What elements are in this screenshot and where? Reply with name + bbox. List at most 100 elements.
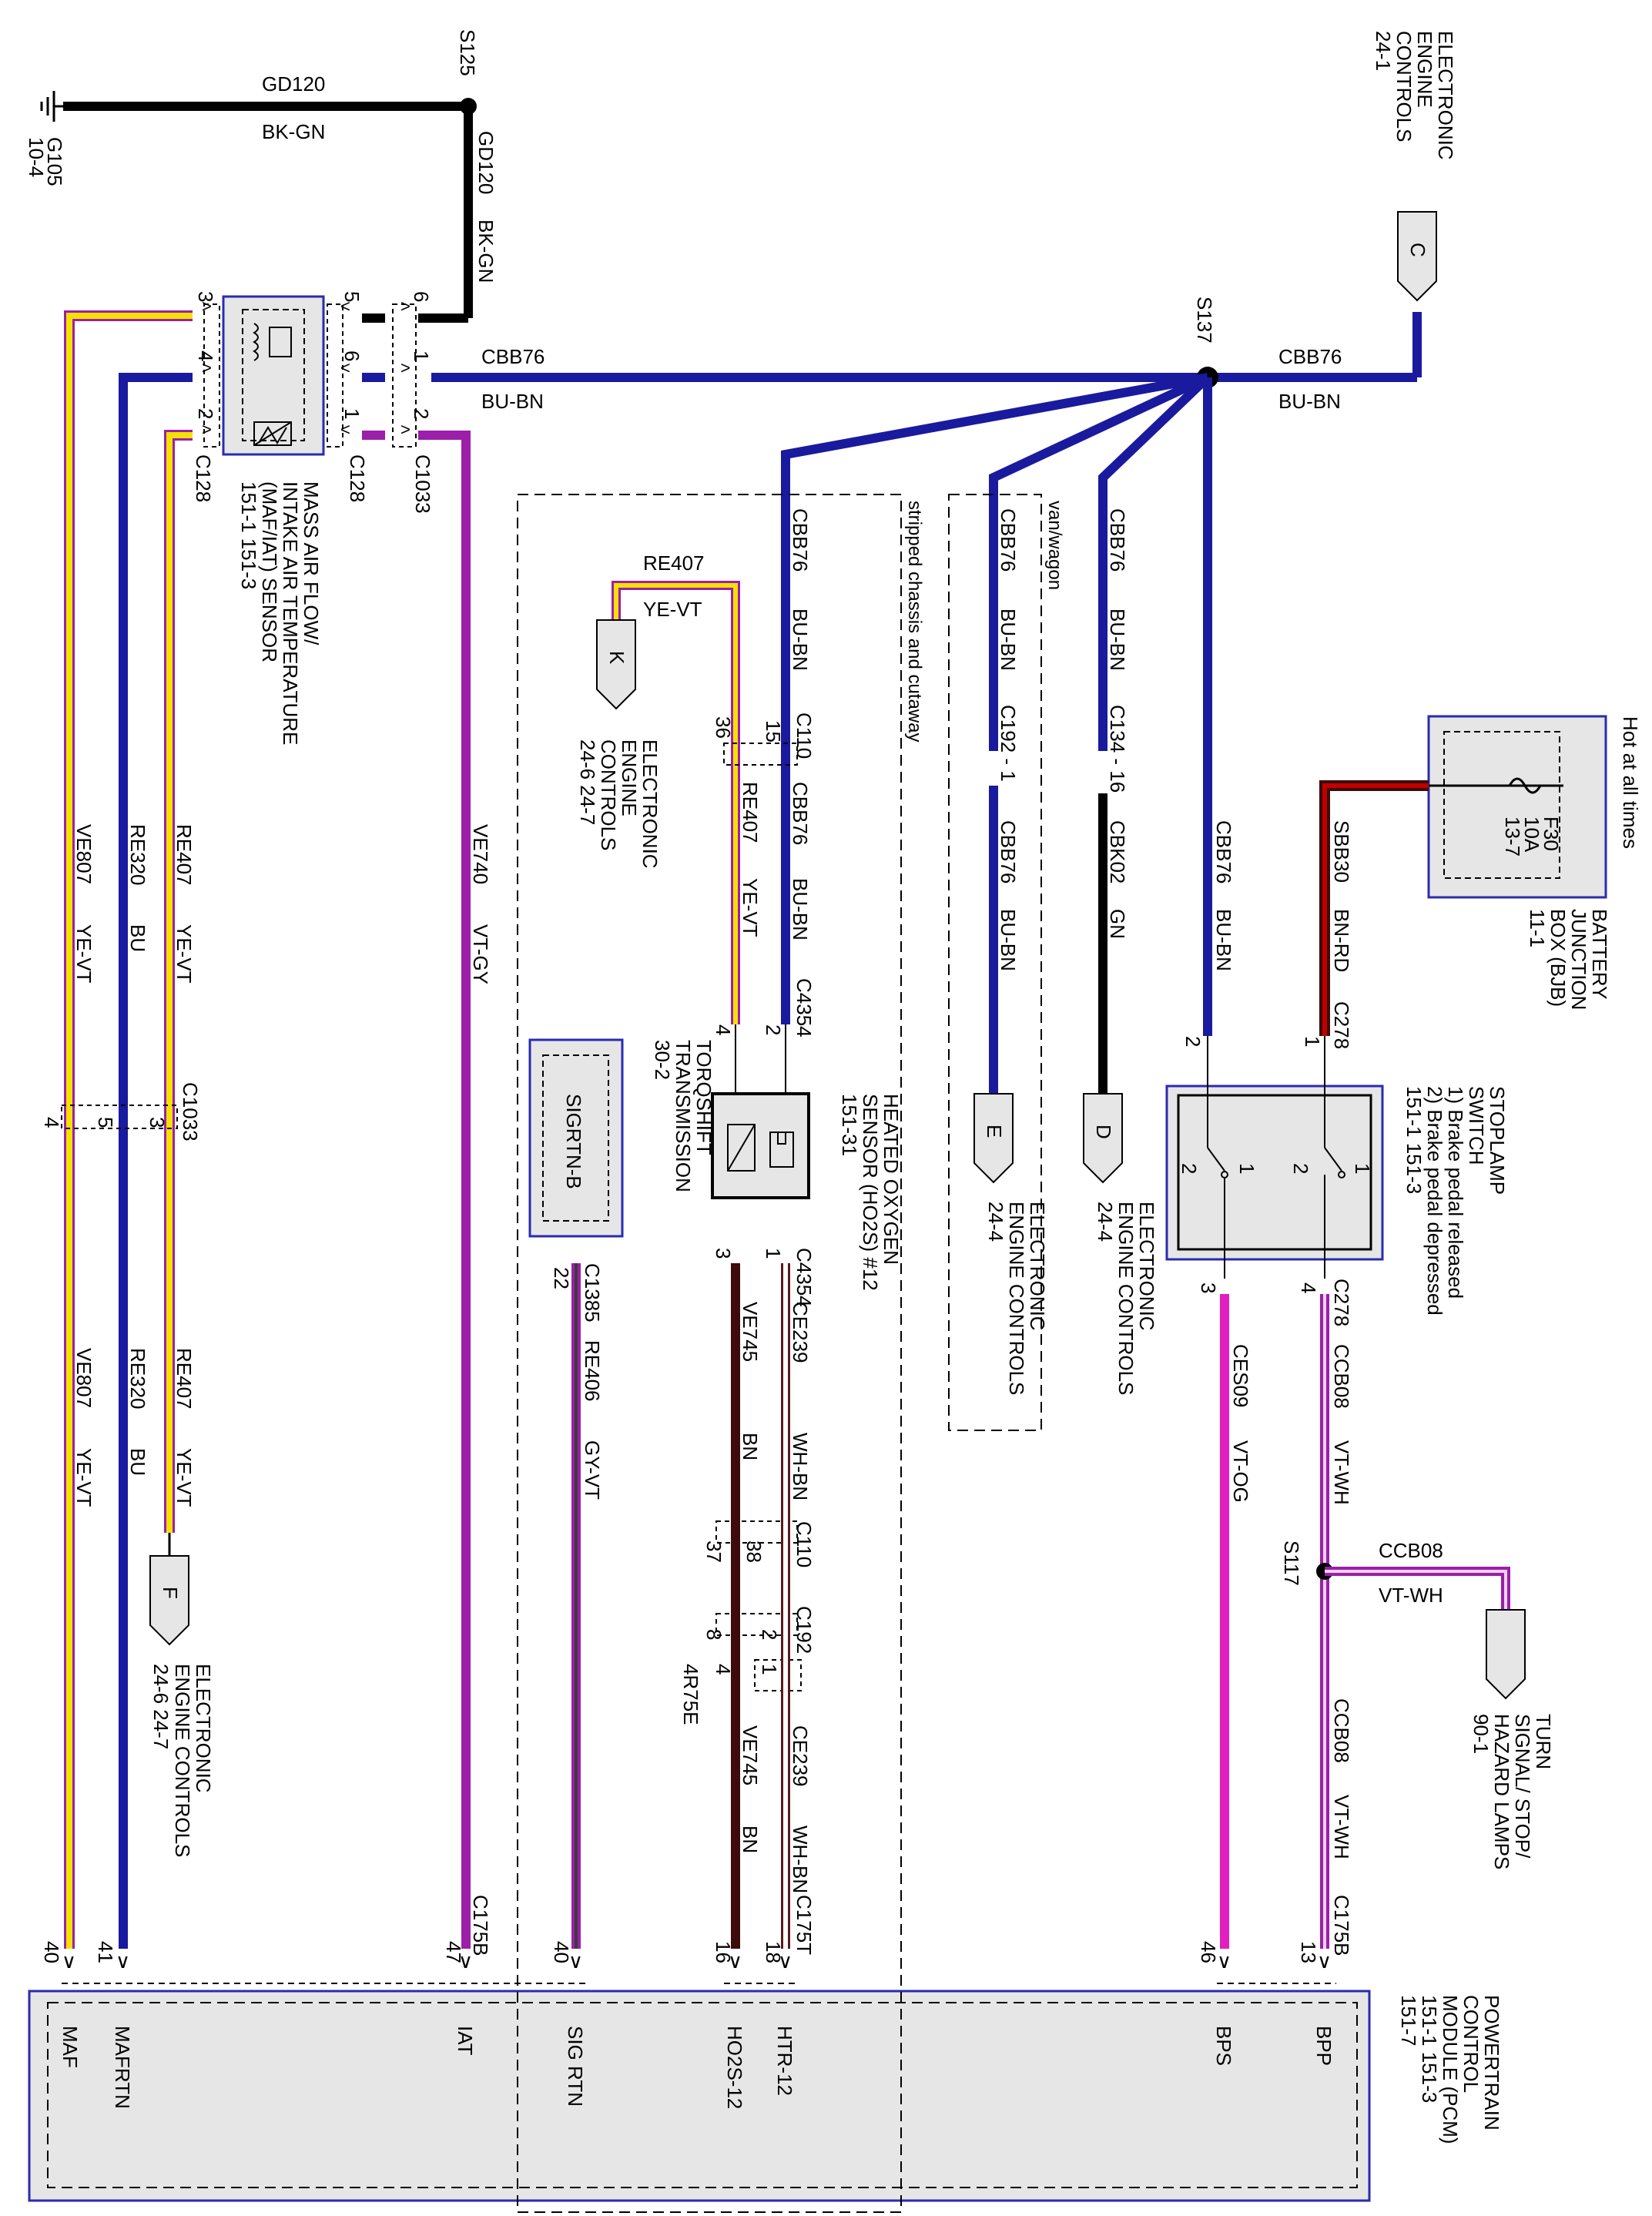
wire-cbb76-sw-color: BU-BN [1212, 909, 1235, 971]
svg-text:TRANSMISSION: TRANSMISSION [672, 1040, 695, 1192]
svg-text:>: > [202, 297, 212, 316]
svg-text:SIGNAL/ STOP/: SIGNAL/ STOP/ [1511, 1714, 1534, 1859]
wire-cbb76-right-color: BU-BN [1278, 390, 1341, 413]
pin-1-sw: 1 [1301, 1036, 1324, 1047]
offpage-e-label: ELECTRONIC ENGINE CONTROLS 24-4 [984, 1202, 1049, 1395]
offpage-k-letter: K [605, 651, 628, 665]
wire-ve745-a-circuit: VE745 [739, 1302, 762, 1362]
svg-text:>: > [202, 420, 212, 439]
wire-ces09-circuit: CES09 [1229, 1344, 1252, 1407]
pin-8: 8 [702, 1629, 725, 1640]
svg-text:CONTROLS: CONTROLS [597, 739, 620, 850]
fuse-name: F30 [1540, 816, 1563, 851]
wire-cbb76-d-circuit: CBB76 [1106, 508, 1129, 572]
conn-c1033-top: C1033 [411, 454, 434, 514]
svg-text:INTAKE AIR TEMPERATURE: INTAKE AIR TEMPERATURE [279, 481, 302, 745]
wire-ce239-a-circuit: CE239 [789, 1302, 812, 1363]
svg-text:1) Brake pedal released: 1) Brake pedal released [1444, 1086, 1467, 1299]
svg-text:ENGINE CONTROLS: ENGINE CONTROLS [1114, 1202, 1138, 1395]
svg-text:ELECTRONIC: ELECTRONIC [192, 1664, 215, 1793]
offpage-f-letter: F [159, 1587, 182, 1599]
switch-inner-1b: 1 [1351, 1163, 1374, 1174]
svg-text:STOPLAMP: STOPLAMP [1486, 1086, 1509, 1195]
wire-cbk02-color: GN [1106, 909, 1129, 939]
svg-text:∨: ∨ [116, 1949, 130, 1973]
svg-text:∨: ∨ [1317, 1949, 1332, 1973]
pcm-pin-chevrons: ∨ ∨ ∨ ∨ ∨ ∨ ∨ ∨ [62, 1949, 1332, 1973]
c128-connector: > > > < < < > > > [202, 297, 417, 448]
svg-text:SWITCH: SWITCH [1465, 1086, 1488, 1165]
wire-ve807-top-circuit: VE807 [72, 824, 96, 884]
pcm-pin-htr12: HTR-12 [773, 2026, 796, 2096]
svg-text:151-1 151-3: 151-1 151-3 [1402, 1086, 1426, 1194]
wire-ccb08-b-color: VT-WH [1330, 1795, 1353, 1859]
offpage-e-arrow [973, 1093, 1014, 1184]
conn-c192-bot: C192 [792, 1606, 816, 1654]
wire-re407-c110-circuit: RE407 [739, 782, 762, 843]
pin-41: 41 [94, 1941, 117, 1963]
fuse-rating: 10A [1520, 816, 1543, 853]
wire-cbb76-vw-color: BU-BN [997, 608, 1020, 671]
conn-c175b-right: C175B [1330, 1895, 1353, 1956]
svg-text:>: > [400, 358, 410, 377]
re407-k-wire [612, 581, 740, 1024]
svg-text:MASS AIR FLOW/: MASS AIR FLOW/ [300, 481, 323, 645]
pin-38: 38 [742, 1540, 766, 1563]
conn-c110-top: C110 [792, 712, 816, 759]
van-wagon-wires [989, 786, 1107, 1094]
ces09-ccb08-wires [1220, 1294, 1510, 1949]
gd120-wires [63, 98, 477, 323]
svg-text:∨: ∨ [62, 1949, 76, 1973]
pin-5: 5 [340, 291, 364, 302]
offpage-d-letter: D [1092, 1125, 1115, 1139]
svg-text:24-4: 24-4 [984, 1202, 1007, 1242]
wire-gd120-top-circuit: GD120 [262, 72, 325, 96]
svg-text:151-7: 151-7 [1397, 1995, 1420, 2047]
offpage-c-label: ELECTRONIC ENGINE CONTROLS 24-1 [1372, 31, 1457, 160]
wire-ve807-top-color: YE-VT [72, 924, 96, 984]
svg-text:ENGINE CONTROLS: ENGINE CONTROLS [171, 1664, 194, 1857]
svg-text:24-4: 24-4 [1094, 1202, 1117, 1242]
svg-text:ENGINE: ENGINE [618, 739, 641, 816]
pin-2-c4354: 2 [762, 1024, 785, 1035]
svg-text:ELECTRONIC: ELECTRONIC [1135, 1202, 1158, 1331]
pin-4-sw: 4 [1297, 1282, 1320, 1293]
pin-2-c192: 2 [758, 1629, 781, 1640]
svg-text:∨: ∨ [1217, 1949, 1231, 1973]
svg-text:HAZARD LAMPS: HAZARD LAMPS [1490, 1714, 1513, 1869]
pin-4-l: 4 [194, 350, 217, 361]
hot-label: Hot at all times [1619, 716, 1642, 849]
wire-re407-k-circuit: RE407 [643, 551, 705, 575]
svg-text:HEATED OXYGEN: HEATED OXYGEN [880, 1094, 903, 1265]
ho2s-sensor [711, 1092, 810, 1199]
wire-re320-top-circuit: RE320 [126, 824, 149, 886]
wire-gd120-vert-circuit: GD120 [474, 131, 498, 194]
svg-text:151-1 151-3: 151-1 151-3 [237, 481, 260, 589]
pin-4-c1033: 4 [40, 1117, 63, 1128]
sigrtn-box [528, 1038, 624, 1949]
maf-sensor-label: MASS AIR FLOW/ INTAKE AIR TEMPERATURE (M… [237, 481, 323, 745]
conn-c1385: C1385 [581, 1263, 604, 1323]
svg-text:<: < [340, 420, 350, 439]
wire-re407-top-circuit: RE407 [173, 824, 196, 886]
svg-text:BATTERY: BATTERY [1588, 909, 1611, 1000]
pin-4-c192: 4 [712, 1664, 735, 1675]
pin-15: 15 [762, 720, 785, 743]
svg-text:JUNCTION: JUNCTION [1567, 909, 1590, 1010]
wire-ccb08-a-circuit: CCB08 [1330, 1344, 1353, 1409]
offpage-c-arrow [1397, 211, 1437, 302]
wire-ce239-b-circuit: CE239 [789, 1725, 812, 1787]
svg-text:SENSOR (HO2S) #12: SENSOR (HO2S) #12 [859, 1094, 882, 1291]
switch-inner-1: 1 [1235, 1163, 1258, 1174]
conn-c134: C134 - 16 [1106, 705, 1129, 793]
pcm-pin-iat: IAT [454, 2026, 477, 2056]
conn-c1033-mid: C1033 [179, 1082, 202, 1142]
wire-ve745-a-color: BN [739, 1433, 762, 1460]
conn-c175b-left: C175B [469, 1895, 492, 1956]
svg-text:ENGINE: ENGINE [1413, 31, 1436, 108]
offpage-d-label: ELECTRONIC ENGINE CONTROLS 24-4 [1094, 1202, 1158, 1395]
switch-inner-2b: 2 [1289, 1163, 1312, 1174]
splice-s137: S137 [1193, 297, 1216, 344]
c110-connector [715, 743, 802, 1691]
